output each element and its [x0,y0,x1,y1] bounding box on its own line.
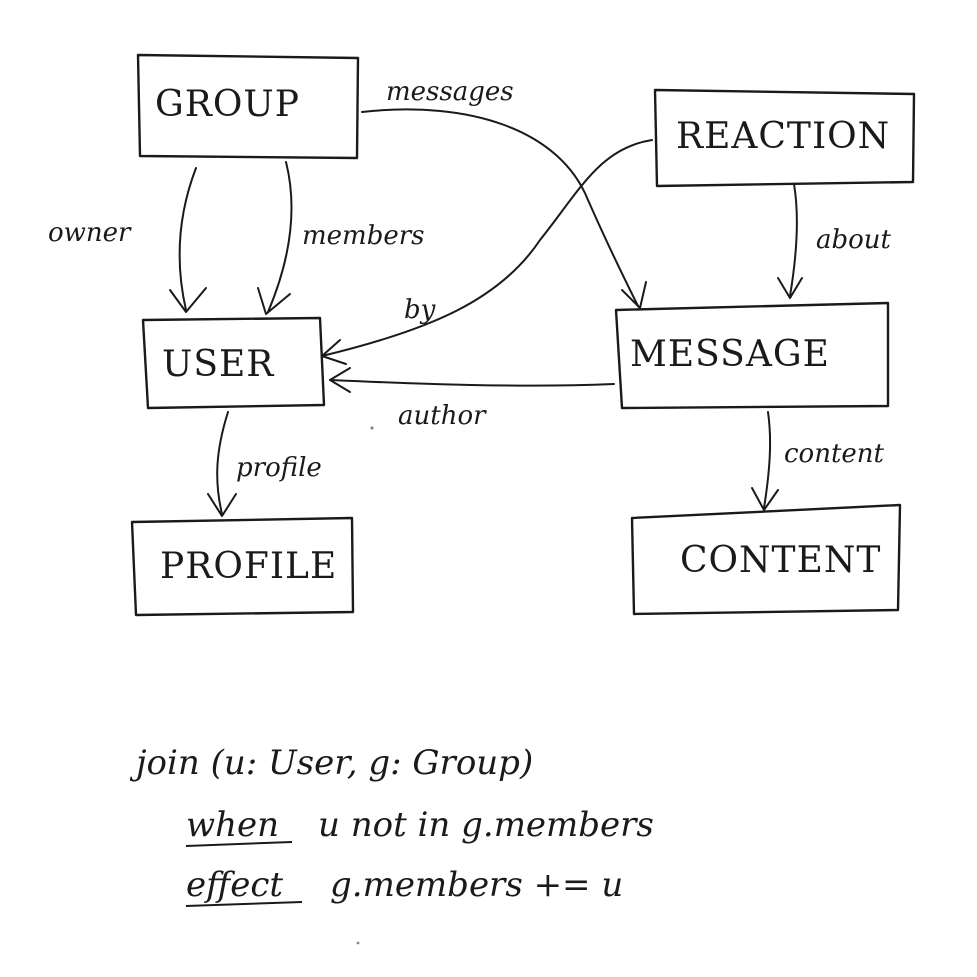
messages-edge-label: messages [386,77,514,107]
content-node-label: CONTENT [680,540,881,581]
when-keyword: when [186,805,279,845]
content-edge [751,411,779,511]
by-edge [321,139,653,365]
user-node-label: USER [162,344,274,385]
effect-clause: g.members += u [330,865,623,905]
owner-edge [169,167,207,313]
reaction-node-label: REACTION [676,116,890,157]
about-edge [777,183,803,299]
group-node: GROUP [136,53,360,160]
reaction-node: REACTION [653,88,916,188]
pen-speck [356,941,360,945]
when-underline [185,841,293,847]
when-clause: u not in g.members [318,805,654,845]
message-node-label: MESSAGE [630,334,830,375]
owner-edge-label: owner [48,218,132,248]
members-edge-label: members [302,221,425,251]
pen-speck [370,426,374,430]
about-edge-label: about [816,225,892,255]
author-edge-label: author [398,401,487,431]
profile-node: PROFILE [130,516,355,617]
profile-edge-label: profile [236,453,322,483]
action-signature: join (u: User, g: Group) [129,743,533,783]
message-node: MESSAGE [614,301,890,410]
profile-edge [207,411,237,517]
messages-edge [361,108,647,309]
join-action-spec: join (u: User, g: Group) when u not in g… [129,743,654,907]
members-edge [257,161,293,315]
profile-node-label: PROFILE [160,546,337,587]
user-node: USER [141,316,326,410]
content-edge-label: content [784,439,885,469]
effect-underline [185,901,303,907]
effect-keyword: effect [186,865,283,905]
content-node: CONTENT [630,503,902,616]
group-node-label: GROUP [155,84,300,125]
author-edge [329,367,615,393]
by-edge-label: by [404,295,436,325]
